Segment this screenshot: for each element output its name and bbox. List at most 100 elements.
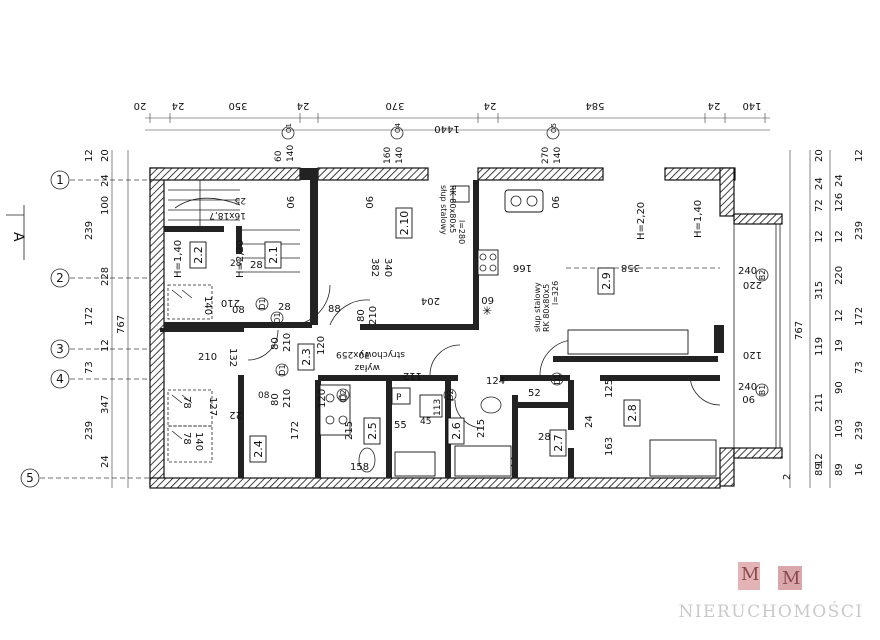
- height-note-3: H=2,20: [636, 202, 647, 240]
- column-o1-dim1: 60: [274, 150, 284, 162]
- ann-08a: 08: [232, 305, 245, 316]
- door-d1-a-label: D1: [258, 298, 267, 309]
- ann-90b: 90: [284, 196, 295, 209]
- right-dim-73: 73: [854, 361, 865, 374]
- left-dim-239a: 239: [84, 221, 95, 240]
- door-labels: D1 D1 D2 D2 D1 D1 B2 B1: [255, 268, 769, 402]
- ann-210b: 210: [282, 333, 293, 352]
- staircase: 16x18,7 25: [168, 180, 300, 273]
- ann-215a: 215: [344, 421, 355, 440]
- door-d2-a-label: D2: [339, 389, 348, 400]
- axis-1-label: 1: [56, 173, 64, 187]
- steel-column-2-profile: RK 80x80x5: [542, 284, 551, 332]
- door-d1-c-label: D1: [278, 364, 287, 375]
- room-2-6-label: 2.6: [450, 422, 463, 440]
- left-dim-172: 172: [84, 307, 95, 326]
- axis-2: 2: [50, 268, 150, 288]
- column-o5-label: O5: [550, 123, 558, 133]
- ann-140b: 140: [193, 432, 204, 451]
- column-o1-label: O1: [285, 123, 293, 133]
- steel-column-1: słup stalowy RK 80x80x5 l=280: [439, 185, 466, 244]
- section-marker: A: [6, 205, 26, 260]
- steel-column-1-length: l=280: [457, 220, 466, 244]
- ann-132: 132: [227, 348, 238, 367]
- room-2-4-label: 2.4: [252, 440, 265, 458]
- room-2-10-label: 2.10: [398, 211, 411, 236]
- right-dim-72: 72: [814, 199, 825, 212]
- column-o4-dim1: 160: [383, 147, 393, 164]
- ann-220: 220: [743, 279, 762, 290]
- steel-column-2-title: słup stalowy: [533, 282, 542, 332]
- bathroom-fixtures: [319, 384, 717, 477]
- door-d1-d-label: D1: [553, 373, 562, 384]
- ann-172: 172: [290, 421, 301, 440]
- ann-78b: 78: [181, 432, 192, 445]
- ann-210d: 210: [282, 389, 293, 408]
- room-2-5: 2.5: [363, 417, 381, 445]
- agency-watermark: M M NIERUCHOMOŚCI: [676, 560, 866, 632]
- room-labels: 2.1 2.2 2.3 2.4 2.5 2.6 2.7 2.8 2.9 2.10: [189, 207, 641, 463]
- ann-358: 358: [621, 262, 640, 273]
- left-dim-100: 100: [100, 196, 111, 215]
- room-2-1-label: 2.1: [267, 246, 280, 264]
- logo-letter-2: M: [782, 568, 801, 589]
- right-dim-90: 90: [834, 381, 845, 394]
- room-2-3-label: 2.3: [300, 348, 313, 366]
- logo-letter-1: M: [741, 564, 760, 585]
- axis-5: 5: [20, 468, 150, 488]
- left-dim-347: 347: [100, 395, 111, 414]
- ann-127: 127: [207, 397, 218, 416]
- ann-88: 88: [328, 304, 341, 315]
- room-2-4: 2.4: [249, 435, 267, 463]
- column-o4-label: O4: [394, 122, 402, 133]
- dimension-annotations: wyłaz strychowy 70x259 382 340 358 166 2…: [181, 196, 762, 473]
- right-dim-89b: 89: [834, 463, 845, 476]
- dim-top-370: 370: [385, 100, 404, 111]
- right-dim-16: 16: [854, 463, 865, 476]
- right-dim-12e: 12: [814, 453, 825, 466]
- section-marker-label: A: [10, 232, 26, 242]
- ann-120a: 120: [316, 336, 327, 355]
- ann-p: P: [396, 393, 402, 403]
- ann-163: 163: [604, 437, 615, 456]
- axis-4-label: 4: [56, 372, 64, 386]
- dim-top-24c: 24: [484, 100, 497, 111]
- room-2-7-label: 2.7: [552, 434, 565, 452]
- room-2-9: 2.9: [597, 267, 615, 295]
- door-b2-label: B2: [758, 270, 767, 281]
- height-note-1: H=1,40: [173, 240, 184, 278]
- ann-28c: 28: [538, 432, 551, 443]
- ann-28a: 28: [250, 260, 263, 271]
- dim-top-350: 350: [228, 100, 247, 111]
- room-2-6: 2.6: [447, 417, 465, 445]
- left-dim-767: 767: [116, 315, 127, 334]
- ann-158: 158: [350, 462, 369, 473]
- right-dim-239a: 239: [854, 221, 865, 240]
- column-o1-dim2: 140: [286, 145, 296, 162]
- room-2-5-label: 2.5: [366, 422, 379, 440]
- right-dim-119: 119: [814, 337, 825, 356]
- ann-210c: 210: [198, 352, 217, 363]
- right-dim-20: 20: [814, 149, 825, 162]
- door-d1-a: D1: [255, 297, 269, 311]
- ann-120c: 120: [743, 349, 762, 360]
- column-o4: O4 160 140: [383, 122, 405, 164]
- right-dim-12c: 12: [854, 149, 865, 162]
- ann-112: 112: [403, 370, 422, 381]
- right-dim-220: 220: [834, 266, 845, 285]
- room-2-8-label: 2.8: [626, 404, 639, 422]
- ann-55: 55: [394, 420, 407, 431]
- right-dim-103: 103: [834, 419, 845, 438]
- left-dim-239b: 239: [84, 421, 95, 440]
- right-dim-19: 19: [834, 339, 845, 352]
- ann-78a: 78: [181, 396, 192, 409]
- right-dim-767: 767: [794, 321, 805, 340]
- ann-166: 166: [513, 262, 532, 273]
- ann-strych-size: 70x259: [336, 349, 370, 359]
- steel-column-2: słup stalowy RK 80x80x5 l=326: [533, 281, 560, 332]
- door-b1-label: B1: [758, 385, 767, 396]
- dim-top-24d: 24: [708, 100, 721, 111]
- dim-top-1440: 1440: [434, 123, 459, 134]
- ann-wylaz: wyłaz: [354, 362, 380, 372]
